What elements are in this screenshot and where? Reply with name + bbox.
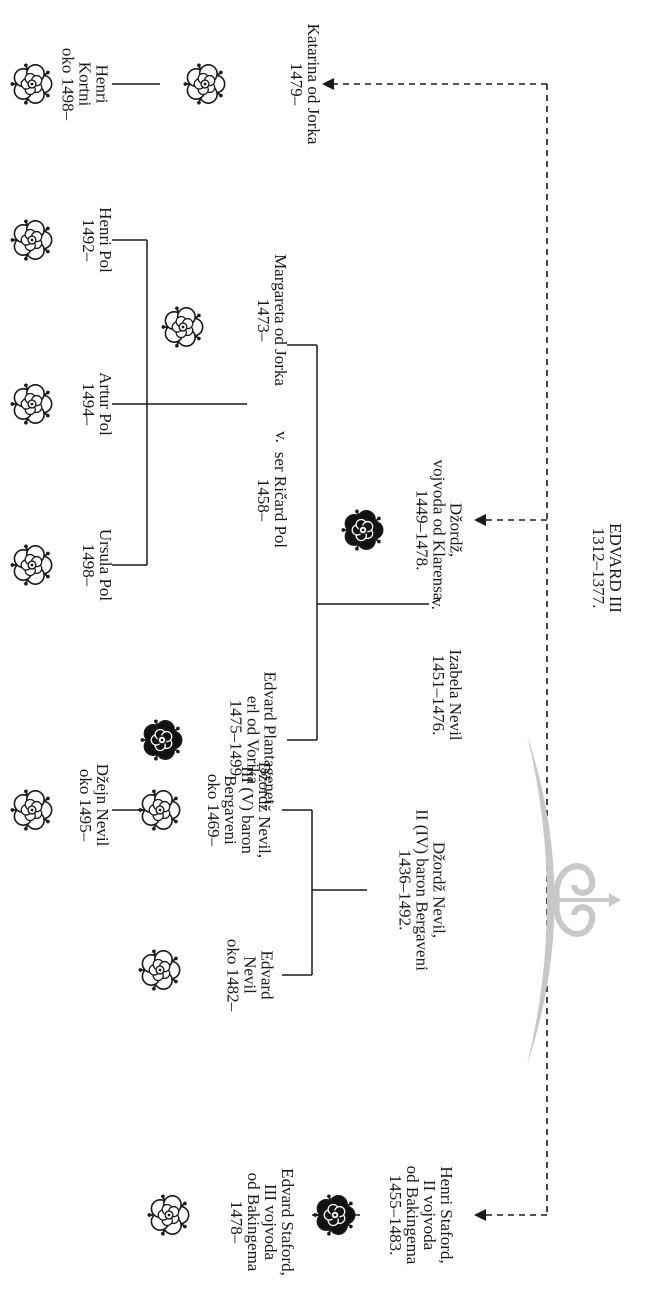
arrowhead-katherine (322, 78, 334, 90)
marriage-marker-george: v. (428, 598, 447, 610)
white-rose-icon (160, 304, 206, 350)
white-rose-icon (9, 217, 55, 263)
white-rose-icon (137, 947, 183, 993)
white-rose-icon (9, 787, 55, 833)
white-rose-icon (137, 787, 183, 833)
arrowhead-stafford (474, 1209, 486, 1221)
white-rose-icon (9, 61, 55, 107)
arrowhead-george (474, 514, 486, 526)
marriage-marker-pole: v. (272, 431, 291, 443)
black-rose-icon (340, 507, 386, 553)
white-rose-icon (9, 542, 55, 588)
black-rose-icon (139, 717, 185, 763)
white-rose-icon (9, 381, 55, 427)
fleuron-ornament-icon (507, 735, 627, 1065)
white-rose-icon (182, 61, 228, 107)
black-rose-icon (312, 1192, 358, 1238)
white-rose-icon (146, 1192, 192, 1238)
